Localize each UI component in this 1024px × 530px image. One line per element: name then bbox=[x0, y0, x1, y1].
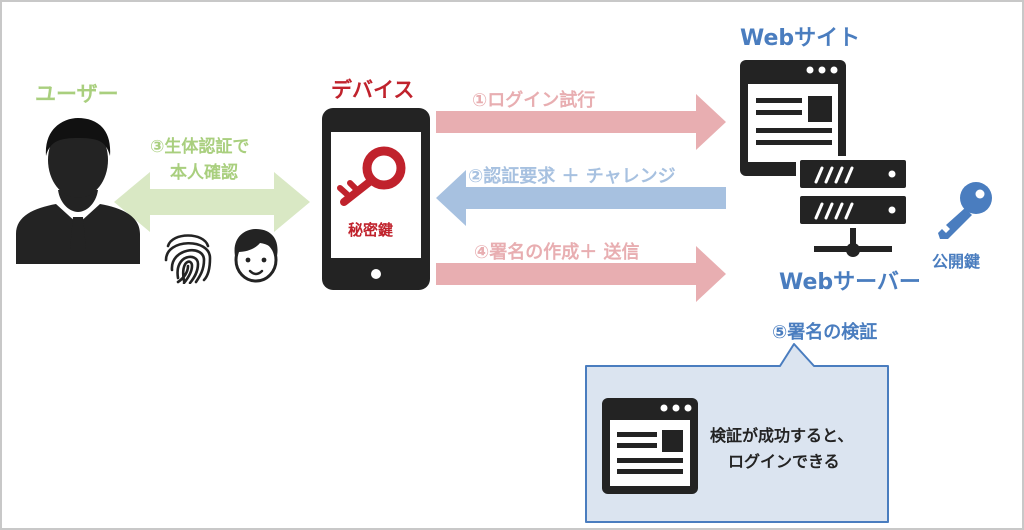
biometric-double-arrow bbox=[114, 172, 310, 232]
user-silhouette-icon bbox=[16, 118, 140, 264]
browser-window-icon bbox=[602, 398, 698, 494]
key-icon bbox=[938, 182, 992, 239]
step4-label: ④署名の作成＋ 送信 bbox=[474, 242, 640, 263]
webserver-label: Webサーバー bbox=[779, 270, 921, 295]
face-icon bbox=[234, 229, 278, 283]
website-label: Webサイト bbox=[740, 26, 861, 51]
private-key-icon bbox=[337, 146, 406, 206]
server-stack-icon bbox=[796, 156, 910, 257]
step2-label: ②認証要求 ＋ チャレンジ bbox=[468, 166, 676, 187]
signature-send-arrow bbox=[436, 246, 726, 302]
device-label: デバイス bbox=[331, 78, 415, 102]
callout-text-line1: 検証が成功すると、 bbox=[710, 426, 854, 445]
step5-label: ⑤署名の検証 bbox=[772, 322, 878, 343]
login-attempt-arrow bbox=[436, 94, 726, 150]
callout-text-line2: ログインできる bbox=[728, 452, 840, 471]
fingerprint-icon bbox=[164, 234, 212, 284]
auth-request-arrow bbox=[436, 170, 726, 226]
browser-window-icon bbox=[740, 60, 846, 176]
step3-label-line2: 本人確認 bbox=[170, 163, 238, 183]
step1-label: ①ログイン試行 bbox=[472, 90, 596, 111]
private-key-label: 秘密鍵 bbox=[348, 221, 394, 239]
step3-label-line1: ③生体認証で bbox=[150, 137, 250, 157]
public-key-label: 公開鍵 bbox=[932, 252, 981, 271]
user-label: ユーザー bbox=[35, 82, 119, 106]
